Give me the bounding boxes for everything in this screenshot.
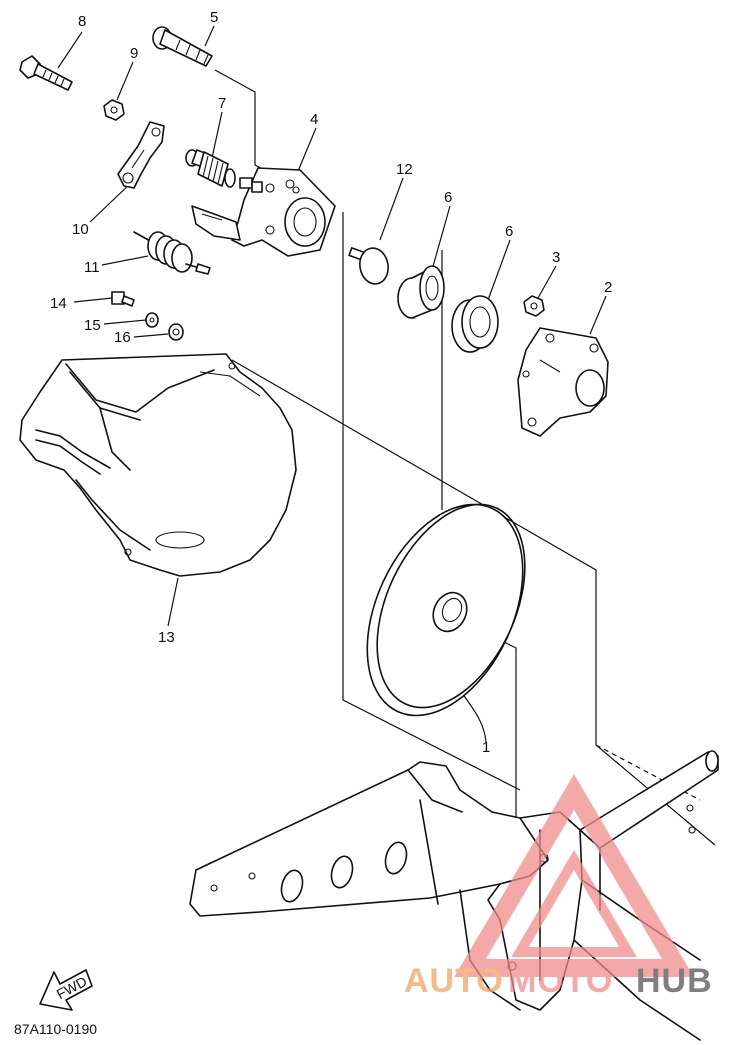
callout-12: 12: [396, 161, 413, 178]
plate-part-2: [517, 327, 609, 437]
bushing-part-6-lower: [451, 295, 499, 353]
callout-14: 14: [50, 295, 67, 312]
callout-16: 16: [114, 329, 131, 346]
callout-10: 10: [72, 221, 89, 238]
callout-15: 15: [84, 317, 101, 334]
diagram-code: 87A110-0190: [14, 1021, 97, 1037]
callout-6-lower: 6: [505, 223, 513, 240]
adjuster-part-7: [185, 149, 236, 188]
callout-13: 13: [158, 629, 175, 646]
watermark-hub: HUB: [636, 962, 713, 1000]
forward-direction-arrow: FWD: [39, 969, 93, 1011]
bushing-part-6-upper: [397, 265, 445, 319]
watermark-logo: AUTO MOTO HUB: [404, 774, 713, 1000]
housing-part-4: [191, 167, 336, 257]
bolt-part-8: [19, 55, 73, 91]
callout-1: 1: [482, 739, 490, 756]
screw-part-14: [111, 291, 135, 307]
watermark-auto: AUTO: [404, 962, 504, 1000]
callout-5: 5: [210, 9, 218, 26]
callout-9: 9: [130, 45, 138, 62]
callout-6-upper: 6: [444, 189, 452, 206]
plug-part-12: [348, 247, 389, 285]
callout-3: 3: [552, 249, 560, 266]
nut-part-9: [103, 99, 125, 121]
washer-part-15: [145, 312, 159, 328]
callout-labels: 8 5 9 7 4 10 12 6 6 11 3 2 14 15 16 13 1: [50, 9, 612, 756]
callout-4: 4: [310, 111, 318, 128]
spring-part-11: [133, 231, 211, 275]
washer-part-16: [168, 323, 184, 341]
nut-part-3: [523, 295, 545, 317]
callout-8: 8: [78, 13, 86, 30]
callout-11: 11: [84, 259, 100, 276]
bolt-part-5: [152, 26, 213, 67]
drive-cover-part-13: [19, 353, 297, 577]
callout-7: 7: [218, 95, 226, 112]
callout-2: 2: [604, 279, 612, 296]
lever-part-10: [117, 121, 165, 189]
sheave-disc-part-1: [366, 503, 526, 717]
watermark-moto: MOTO: [508, 962, 613, 1000]
